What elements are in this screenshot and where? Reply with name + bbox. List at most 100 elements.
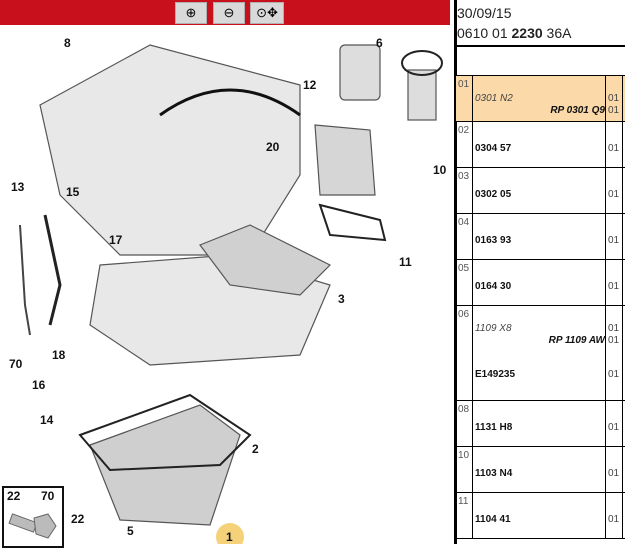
zoom-in-icon: ⊕ [185, 5, 197, 20]
table-row[interactable]: 03 0302 05 01 [456, 167, 625, 214]
zoom-toolbar: ⊕ ⊖ ⊙✥ [0, 0, 450, 25]
quantity: 01 [608, 143, 620, 154]
table-row[interactable]: 04 0163 93 01 [456, 213, 625, 260]
col-divider [472, 76, 473, 121]
part-number[interactable]: 1131 H8 [475, 422, 513, 433]
replacement-part-number[interactable]: RP 1109 AW [548, 335, 605, 346]
callout-3[interactable]: 3 [338, 292, 345, 306]
callout-6[interactable]: 6 [376, 36, 383, 50]
col-divider [605, 76, 606, 121]
ref-suffix: 36A [542, 25, 572, 41]
quantity: 01 [608, 93, 620, 104]
part-number[interactable]: 1104 41 [475, 514, 511, 525]
col-divider [605, 493, 606, 538]
part-number[interactable]: 0163 93 [475, 235, 512, 246]
part-number[interactable]: 0302 05 [475, 189, 512, 200]
divider [454, 0, 457, 544]
inset-label-22: 22 [7, 489, 21, 503]
callout-18[interactable]: 18 [52, 348, 66, 362]
zoom-pan-button[interactable]: ⊙✥ [250, 2, 284, 24]
quantity: 01 [608, 335, 620, 346]
quantity: 01 [608, 105, 620, 116]
col-divider [622, 447, 623, 492]
part-number[interactable]: 1103 N4 [475, 468, 513, 479]
replacement-part-number[interactable]: RP 0301 Q9 [550, 105, 605, 116]
engine-drawing [19, 44, 443, 549]
callout-8[interactable]: 8 [64, 36, 71, 50]
part-number[interactable]: E149235 [475, 369, 516, 380]
ref-bold: 2230 [511, 25, 543, 41]
zoom-in-button[interactable]: ⊕ [175, 2, 207, 24]
callout-14[interactable]: 14 [40, 413, 54, 427]
col-divider [622, 122, 623, 167]
alt-part-number: 1109 X8 [475, 323, 512, 334]
bolt-icon [8, 513, 57, 539]
part-number[interactable]: 0304 57 [475, 143, 512, 154]
exploded-parts-diagram[interactable]: 8 12 6 10 20 13 15 17 11 3 70 18 16 14 2… [0, 25, 450, 549]
quantity: 01 [608, 323, 620, 334]
quantity: 01 [608, 189, 620, 200]
callout-11[interactable]: 11 [399, 255, 412, 269]
zoom-out-icon: ⊖ [223, 5, 235, 20]
col-divider [472, 447, 473, 492]
table-row[interactable]: 05 0164 30 01 [456, 259, 625, 306]
row-number: 05 [458, 263, 470, 274]
col-divider [472, 306, 473, 400]
table-row[interactable]: 02 0304 57 01 [456, 121, 625, 168]
col-divider [605, 214, 606, 259]
col-divider [622, 260, 623, 305]
row-number: 04 [458, 217, 470, 228]
col-divider [622, 401, 623, 446]
document-header: 30/09/15 0610 01 2230 36A [455, 0, 625, 45]
col-divider [605, 447, 606, 492]
callout-10[interactable]: 10 [433, 163, 447, 177]
col-divider [472, 122, 473, 167]
reference-number: 0610 01 2230 36A [457, 25, 571, 41]
callout-20[interactable]: 20 [266, 140, 280, 154]
col-divider [472, 401, 473, 446]
quantity: 01 [608, 369, 620, 380]
row-number: 03 [458, 171, 470, 182]
col-divider [605, 401, 606, 446]
row-number: 02 [458, 125, 470, 136]
callout-17[interactable]: 17 [109, 233, 123, 247]
callout-15[interactable]: 15 [66, 185, 80, 199]
row-number: 11 [458, 496, 469, 507]
zoom-pan-icon: ⊙✥ [256, 5, 278, 20]
callout-1[interactable]: 1 [226, 530, 233, 544]
col-divider [622, 306, 623, 400]
callout-70[interactable]: 70 [9, 357, 23, 371]
col-divider [472, 168, 473, 213]
callout-2[interactable]: 2 [252, 442, 259, 456]
row-number: 06 [458, 309, 470, 320]
callout-16[interactable]: 16 [32, 378, 46, 392]
bolt-inset: 22 70 [2, 486, 64, 548]
col-divider [472, 260, 473, 305]
col-divider [472, 214, 473, 259]
col-divider [622, 168, 623, 213]
quantity: 01 [608, 235, 620, 246]
ref-prefix: 0610 01 [457, 25, 512, 41]
col-divider [605, 122, 606, 167]
zoom-out-button[interactable]: ⊖ [213, 2, 245, 24]
callout-22[interactable]: 22 [71, 512, 85, 526]
col-divider [472, 493, 473, 538]
inset-label-70: 70 [41, 489, 55, 503]
alt-part-number: 0301 N2 [475, 93, 513, 104]
col-divider [622, 493, 623, 538]
col-divider [622, 76, 623, 121]
callout-13[interactable]: 13 [11, 180, 25, 194]
col-divider [622, 214, 623, 259]
col-divider [605, 168, 606, 213]
quantity: 01 [608, 281, 620, 292]
callout-5[interactable]: 5 [127, 524, 134, 538]
quantity: 01 [608, 468, 620, 479]
part-number[interactable]: 0164 30 [475, 281, 512, 292]
callout-12[interactable]: 12 [303, 78, 317, 92]
